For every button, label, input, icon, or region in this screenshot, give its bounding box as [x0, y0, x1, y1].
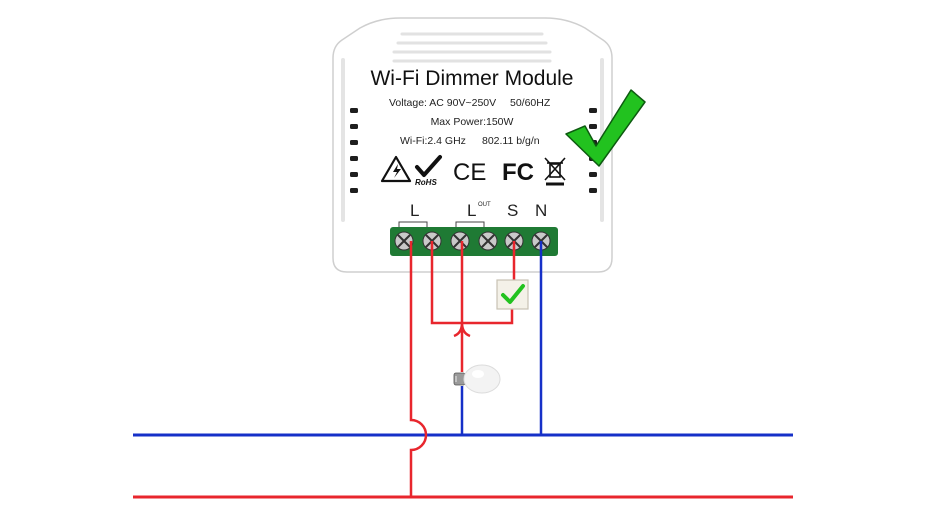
terminal-block [390, 227, 558, 256]
fcc-mark: FC [502, 159, 534, 186]
frequency-spec: 50/60HZ [510, 97, 551, 109]
terminal-label-s: S [507, 201, 518, 220]
high-voltage-warning-icon [380, 155, 412, 183]
light-bulb-icon [453, 364, 501, 394]
live-input-wire [409, 241, 428, 497]
terminal-label-l-in: L [410, 201, 419, 220]
voltage-spec: Voltage: AC 90V~250V [389, 97, 496, 109]
switch-feed-wire [430, 241, 514, 325]
wall-switch-icon [496, 279, 529, 310]
max-power-spec: Max Power:150W [431, 116, 514, 128]
crossed-bin-icon [544, 157, 566, 186]
wiring [409, 241, 543, 497]
terminal-label-out-sup: OUT [478, 202, 491, 208]
rohs-checkmark-icon [415, 155, 442, 177]
load-output-wire [453, 241, 471, 338]
rohs-label: RoHS [415, 178, 437, 187]
module-title: Wi-Fi Dimmer Module [370, 67, 573, 90]
ce-mark: CE [453, 159, 486, 186]
wifi-standard-spec: 802.11 b/g/n [482, 135, 540, 147]
dimmer-module: Wi-Fi Dimmer Module Voltage: AC 90V~250V… [332, 17, 613, 273]
terminal-label-n: N [535, 201, 547, 220]
approved-checkmark-icon [565, 89, 646, 167]
wifi-spec: Wi-Fi:2.4 GHz [400, 135, 466, 147]
terminal-label-l-out: L [467, 201, 476, 220]
